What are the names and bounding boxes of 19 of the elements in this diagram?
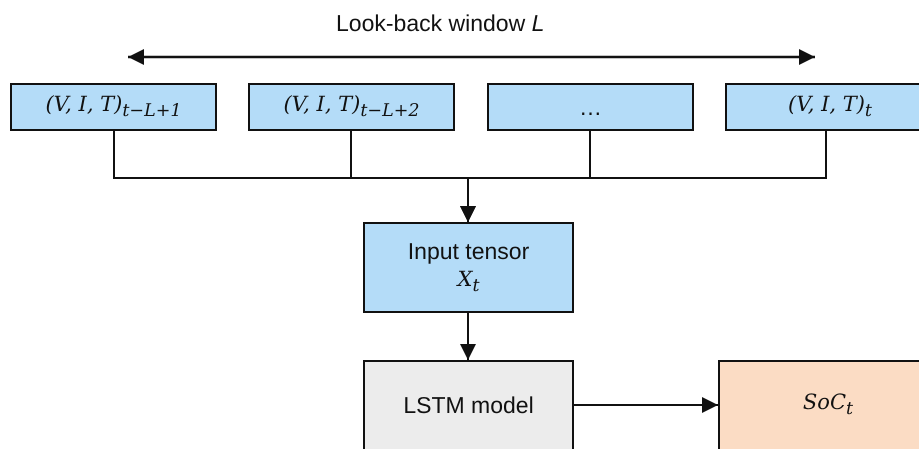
input-step-box [725, 83, 919, 131]
math-text: (V, I, T)$_{t−L+2}$ [283, 90, 420, 124]
arrow [460, 131, 827, 222]
box-text: … [579, 92, 602, 122]
arrow [574, 397, 718, 413]
model-box [363, 360, 574, 449]
output-box [718, 360, 919, 449]
input-step-box [10, 83, 217, 131]
box-text: LSTM model [403, 390, 534, 420]
input-tensor-box [363, 222, 574, 313]
math-text: (V, I, T)$_{t−L+1}$ [45, 90, 182, 124]
math-text: SoC$_{t}$ [802, 388, 854, 422]
box-text: Input tensor [408, 237, 530, 266]
math-text: X$_{t}$ [458, 266, 480, 298]
arrow [460, 313, 476, 360]
input-step-box [487, 83, 694, 131]
input-step-box [248, 83, 455, 131]
window-label: Look-back window L [336, 10, 544, 37]
math-text: (V, I, T)$_{t}$ [788, 90, 872, 124]
